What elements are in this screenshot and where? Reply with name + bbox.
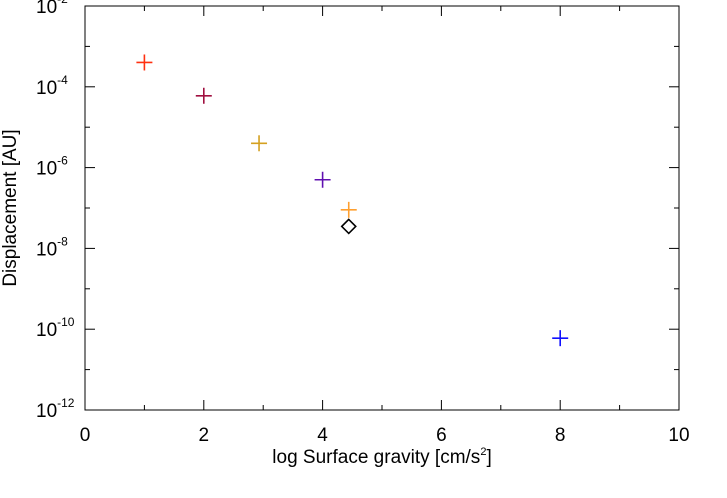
data-points bbox=[136, 54, 569, 347]
y-tick-label: 10-2 bbox=[36, 0, 68, 18]
y-axis-label: Displacement [AU] bbox=[0, 129, 21, 286]
plus-marker bbox=[340, 201, 357, 218]
y-tick-label: 10-10 bbox=[36, 315, 75, 341]
x-tick-label: 0 bbox=[80, 425, 91, 446]
plus-marker bbox=[314, 171, 331, 188]
diamond-marker bbox=[340, 218, 357, 235]
plot-frame bbox=[84, 5, 680, 411]
plus-marker bbox=[251, 135, 268, 152]
y-axis-ticks: 10-12 10-10 10-8 10-6 10-4 10-2 bbox=[36, 0, 679, 422]
x-tick-label: 6 bbox=[436, 425, 447, 446]
plus-marker bbox=[136, 54, 153, 71]
y-tick-label: 10-6 bbox=[36, 154, 68, 180]
plus-marker bbox=[552, 330, 569, 347]
y-tick-label: 10-4 bbox=[36, 73, 68, 99]
y-tick-label: 10-8 bbox=[36, 234, 68, 260]
y-tick-label: 10-12 bbox=[36, 396, 75, 422]
plus-marker bbox=[195, 87, 212, 104]
x-tick-label: 4 bbox=[317, 425, 328, 446]
x-tick-label: 2 bbox=[199, 425, 210, 446]
x-tick-label: 8 bbox=[555, 425, 566, 446]
x-axis-label: log Surface gravity [cm/s2] bbox=[272, 446, 491, 468]
x-tick-label: 10 bbox=[668, 425, 689, 446]
x-axis-ticks: 0 2 4 6 8 10 bbox=[80, 6, 690, 446]
